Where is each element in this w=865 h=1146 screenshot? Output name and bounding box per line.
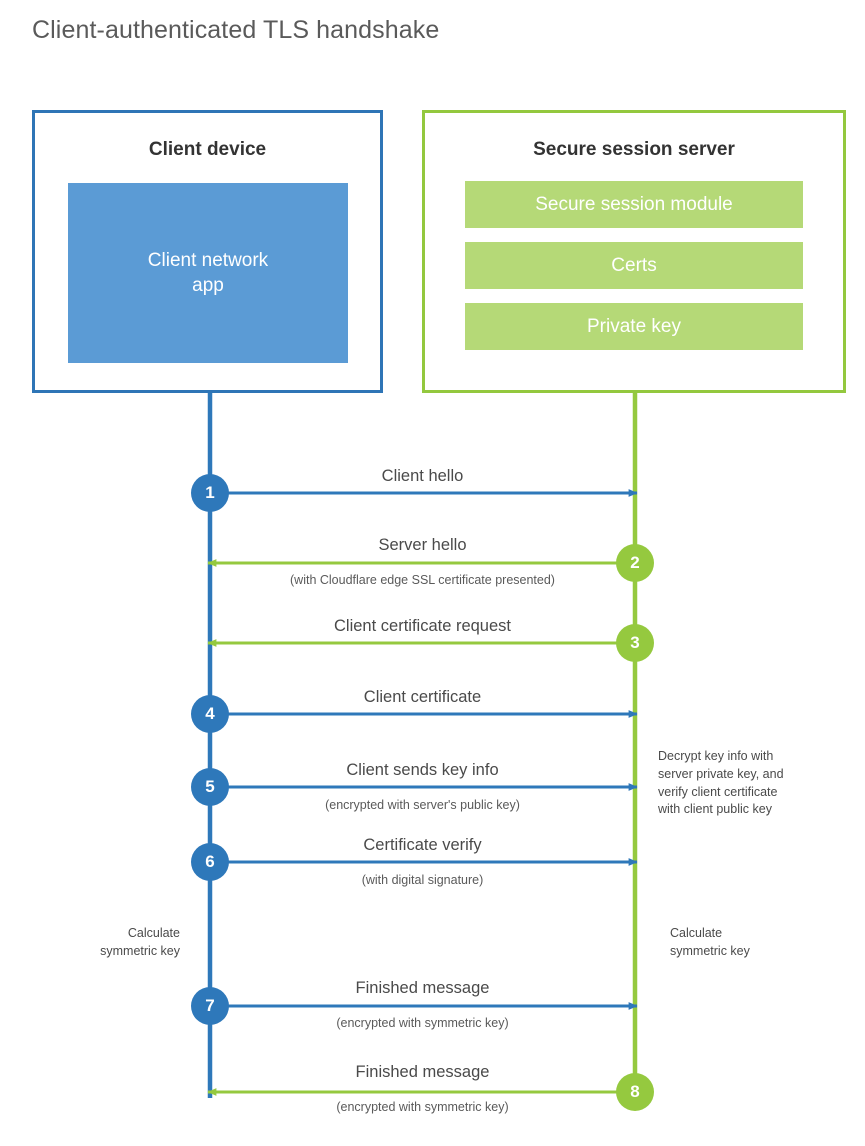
step-6-sublabel: (with digital signature) (361, 873, 484, 887)
step-circle-5[interactable]: 5 (191, 768, 229, 806)
server-decrypt-note-line-2: server private key, and (658, 766, 784, 781)
client-device-box: Client device Client network app (32, 110, 383, 393)
secure-session-server-title: Secure session server (533, 139, 735, 160)
server-decrypt-note-line-3: verify client certificate (658, 784, 778, 799)
step-5-sublabel: (encrypted with server's public key) (325, 798, 520, 812)
step-circle-4[interactable]: 4 (191, 695, 229, 733)
client-network-app-label: Client network app (148, 248, 268, 298)
client-device-title: Client device (148, 139, 267, 160)
step-8-sublabel: (encrypted with symmetric key) (336, 1100, 509, 1114)
step-circle-2[interactable]: 2 (616, 544, 654, 582)
step-circle-8[interactable]: 8 (616, 1073, 654, 1111)
server-calculate-note-line-2: symmetric key (670, 943, 750, 958)
server-module-secure-session-module: Secure session module (465, 181, 803, 228)
step-7-label: Finished message (355, 979, 490, 997)
step-circle-1[interactable]: 1 (191, 474, 229, 512)
client-calculate-note-line-2: symmetric key (100, 943, 180, 958)
client-calculate-symmetric-key-note: Calculate symmetric key (30, 925, 180, 961)
client-network-app-block: Client network app (68, 183, 348, 363)
step-5-label: Client sends key info (346, 761, 499, 779)
server-calculate-symmetric-key-note: Calculate symmetric key (670, 925, 830, 961)
step-4-label: Client certificate (363, 688, 482, 706)
step-2-sublabel: (with Cloudflare edge SSL certificate pr… (290, 573, 555, 587)
client-calculate-note-line-1: Calculate (127, 926, 180, 940)
step-circle-3[interactable]: 3 (616, 624, 654, 662)
step-1-label: Client hello (381, 467, 464, 485)
step-3-label: Client certificate request (334, 617, 511, 635)
client-app-label-line-1: Client network (147, 249, 269, 271)
secure-session-server-box: Secure session server Secure session mod… (422, 110, 846, 393)
server-decrypt-note-line-1: Decrypt key info with (658, 749, 774, 763)
step-circle-6[interactable]: 6 (191, 843, 229, 881)
server-decrypt-note-line-4: with client public key (658, 802, 772, 817)
client-app-label-line-2: app (192, 275, 224, 296)
step-8-label: Finished message (355, 1063, 490, 1081)
page-title: Client-authenticated TLS handshake (32, 16, 440, 44)
server-module-certs: Certs (465, 242, 803, 289)
step-6-label: Certificate verify (363, 836, 482, 854)
step-circle-7[interactable]: 7 (191, 987, 229, 1025)
step-7-sublabel: (encrypted with symmetric key) (336, 1016, 509, 1030)
step-2-label: Server hello (378, 536, 467, 554)
server-decrypt-note: Decrypt key info with server private key… (658, 748, 848, 819)
server-module-list: Secure session module Certs Private key (465, 181, 803, 350)
server-module-private-key: Private key (465, 303, 803, 350)
server-calculate-note-line-1: Calculate (670, 926, 723, 940)
